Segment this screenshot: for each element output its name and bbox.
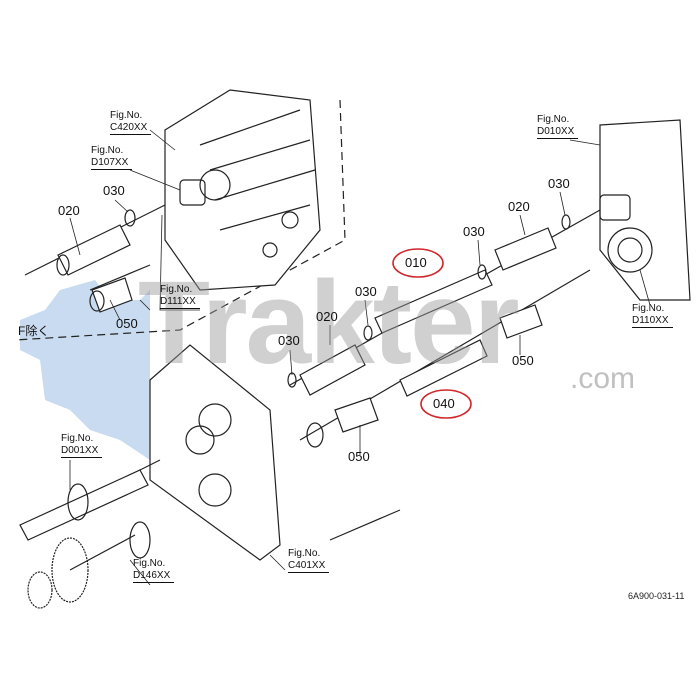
fig-ref-d001xx[interactable]: Fig.No.D001XX	[61, 433, 103, 458]
shaft-d001	[19, 469, 149, 541]
highlight-010	[392, 248, 444, 278]
part-label-020[interactable]: 020	[316, 309, 338, 324]
watermark-brand: Trakter	[138, 257, 520, 389]
housing-right	[599, 119, 691, 301]
part-label-030[interactable]: 030	[548, 176, 570, 191]
part-label-010[interactable]: 010	[405, 255, 427, 270]
drawing-code: 6A900-031-11	[628, 591, 685, 601]
part-label-030[interactable]: 030	[103, 183, 125, 198]
shaft-010	[374, 269, 493, 334]
fig-ref-d107xx[interactable]: Fig.No.D107XX	[91, 145, 133, 170]
part-label-050[interactable]: 050	[512, 353, 534, 368]
fig-ref-d110xx[interactable]: Fig.No.D110XX	[632, 303, 673, 328]
watermark-suffix: .com	[570, 362, 636, 395]
sleeve-050-mid	[334, 397, 379, 433]
shaft-040	[399, 339, 488, 397]
fig-ref-d146xx[interactable]: Fig.No.D146XX	[133, 558, 175, 583]
part-label-050[interactable]: 050	[348, 449, 370, 464]
fig-ref-c401xx[interactable]: Fig.No.C401XX	[288, 548, 330, 573]
highlight-040	[420, 389, 472, 419]
fig-ref-d111xx[interactable]: Fig.No.D111XX	[160, 284, 200, 309]
sleeve-020-right	[494, 227, 557, 271]
part-label-030[interactable]: 030	[355, 284, 377, 299]
part-label-020[interactable]: 020	[508, 199, 530, 214]
watermark-gear-icon	[20, 280, 150, 460]
seal-ring	[306, 422, 324, 448]
fig-ref-d010xx[interactable]: Fig.No.D010XX	[537, 114, 579, 139]
part-label-040[interactable]: 040	[433, 396, 455, 411]
sleeve-020-left	[56, 224, 131, 276]
note-f-excluded: F除く	[18, 324, 50, 338]
sleeve-050-right	[499, 304, 543, 339]
part-label-020[interactable]: 020	[58, 203, 80, 218]
gear-d146	[27, 521, 151, 609]
part-label-030[interactable]: 030	[278, 333, 300, 348]
cover-plate	[149, 344, 281, 561]
fig-ref-c420xx[interactable]: Fig.No.C420XX	[110, 110, 152, 135]
housing-top	[164, 89, 321, 291]
sleeve-020-mid	[299, 344, 366, 396]
part-label-050[interactable]: 050	[116, 316, 138, 331]
part-label-030[interactable]: 030	[463, 224, 485, 239]
sleeve-050-left	[89, 277, 133, 313]
oring-030-left	[124, 209, 136, 227]
